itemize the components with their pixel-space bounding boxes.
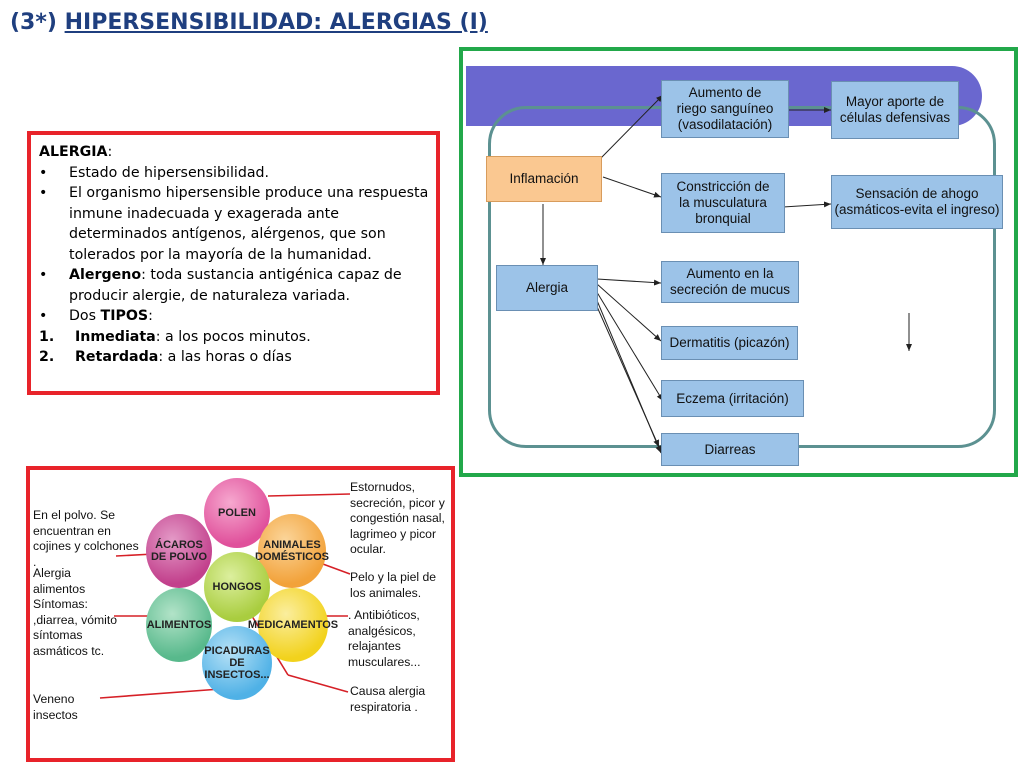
bullet: •	[39, 164, 48, 181]
bubble-animales: ANIMALES DOMÉSTICOS	[255, 514, 329, 588]
definition-item: • Dos TIPOS:	[39, 306, 430, 327]
bubble-polen: POLEN	[204, 478, 270, 548]
type-text: : a los pocos minutos.	[155, 328, 311, 345]
item-text: Estado de hipersensibilidad.	[69, 164, 270, 181]
node-inflamacion: Inflamación	[486, 156, 602, 202]
arrow-alergia-dermatitis	[596, 283, 662, 342]
item-text: :	[148, 308, 153, 324]
arrow-alergia-mucus	[596, 278, 662, 286]
node-sensacion: Sensación de ahogo (asmáticos-evita el i…	[831, 175, 1003, 229]
title-main: HIPERSENSIBILIDAD: ALERGIAS (I)	[64, 10, 488, 35]
note-alimentos: Alergia alimentos Síntomas: ,diarrea, vó…	[33, 566, 117, 658]
heading-suffix: :	[107, 144, 113, 160]
node-constriccion: Constricción de la musculatura bronquial	[661, 173, 785, 233]
definition-box: ALERGIA: • Estado de hipersensibilidad. …	[27, 131, 440, 395]
node-eczema: Eczema (irritación)	[661, 380, 804, 417]
bubble-acaros: ÁCAROS DE POLVO	[146, 514, 212, 588]
definition-item: • Alergeno: toda sustancia antigénica ca…	[39, 265, 430, 306]
bullet: •	[39, 267, 48, 283]
arrow-alergia-eczema	[594, 288, 664, 402]
arrow-alergia-diarreas-2	[590, 292, 660, 448]
bullet: •	[39, 308, 48, 324]
type-term: Retardada	[75, 349, 159, 365]
node-mayor-aporte: Mayor aporte de células defensivas	[831, 81, 959, 139]
diagram-arrows	[540, 94, 912, 454]
note-antibioticos: . Antibióticos, analgésicos, relajantes …	[348, 608, 421, 669]
definition-item: • Estado de hipersensibilidad.	[39, 163, 430, 184]
type-number: 2.	[39, 349, 55, 365]
allergens-box: POLEN ÁCAROS DE POLVO ANIMALES DOMÉSTICO…	[26, 466, 455, 762]
heading-label: ALERGIA	[39, 144, 108, 160]
alergeno-term: Alergeno	[69, 267, 142, 283]
item-text: Dos	[69, 308, 101, 324]
connector-estornudos	[267, 493, 351, 497]
bullet: •	[39, 185, 48, 201]
note-polvo: En el polvo. Se encuentran en cojines y …	[33, 508, 139, 569]
page-title: (3*) HIPERSENSIBILIDAD: ALERGIAS (I)	[10, 10, 488, 35]
connector-respiratoria-2	[287, 674, 349, 693]
node-aumento-mucus: Aumento en la secreción de mucus	[661, 261, 799, 303]
title-prefix: (3*)	[10, 10, 57, 35]
type-text: : a las horas o días	[158, 349, 292, 365]
type-term: Inmediata	[75, 328, 156, 345]
node-aumento-riego: Aumento de riego sanguíneo (vasodilataci…	[661, 80, 789, 138]
item-text: El organismo hipersensible produce una r…	[69, 185, 429, 263]
node-diarreas: Diarreas	[661, 433, 799, 466]
note-respiratoria: Causa alergia respiratoria .	[350, 684, 426, 714]
type-number: 1.	[39, 328, 55, 345]
node-alergia: Alergia	[496, 265, 598, 311]
definition-item: • El organismo hipersensible produce una…	[39, 183, 430, 265]
arrow-inflamacion-constriccion	[602, 176, 662, 198]
tipos-term: TIPOS	[100, 308, 149, 324]
arrow-inflamacion-riego	[600, 94, 664, 159]
node-dermatitis: Dermatitis (picazón)	[661, 326, 798, 360]
note-veneno: Veneno insectos	[33, 692, 78, 722]
note-pelo: Pelo y la piel de los animales.	[350, 570, 437, 600]
connector-veneno	[99, 687, 235, 699]
bubble-alimentos: ALIMENTOS	[146, 588, 212, 662]
type-item: 2. Retardada: a las horas o días	[39, 347, 430, 368]
note-estornudos: Estornudos, secreción, picor y congestió…	[350, 480, 445, 556]
definition-heading: ALERGIA:	[39, 142, 430, 163]
item-text: : toda sustancia antigénica capaz de pro…	[69, 267, 402, 304]
bubble-hongos: HONGOS	[204, 552, 270, 622]
flow-diagram-box: Aumento de riego sanguíneo (vasodilataci…	[459, 47, 1018, 477]
type-item: 1. Inmediata: a los pocos minutos.	[39, 327, 430, 348]
arrow-constriccion-sensacion	[782, 201, 832, 208]
bubble-picaduras: PICADURAS DE INSECTOS...	[202, 626, 272, 700]
